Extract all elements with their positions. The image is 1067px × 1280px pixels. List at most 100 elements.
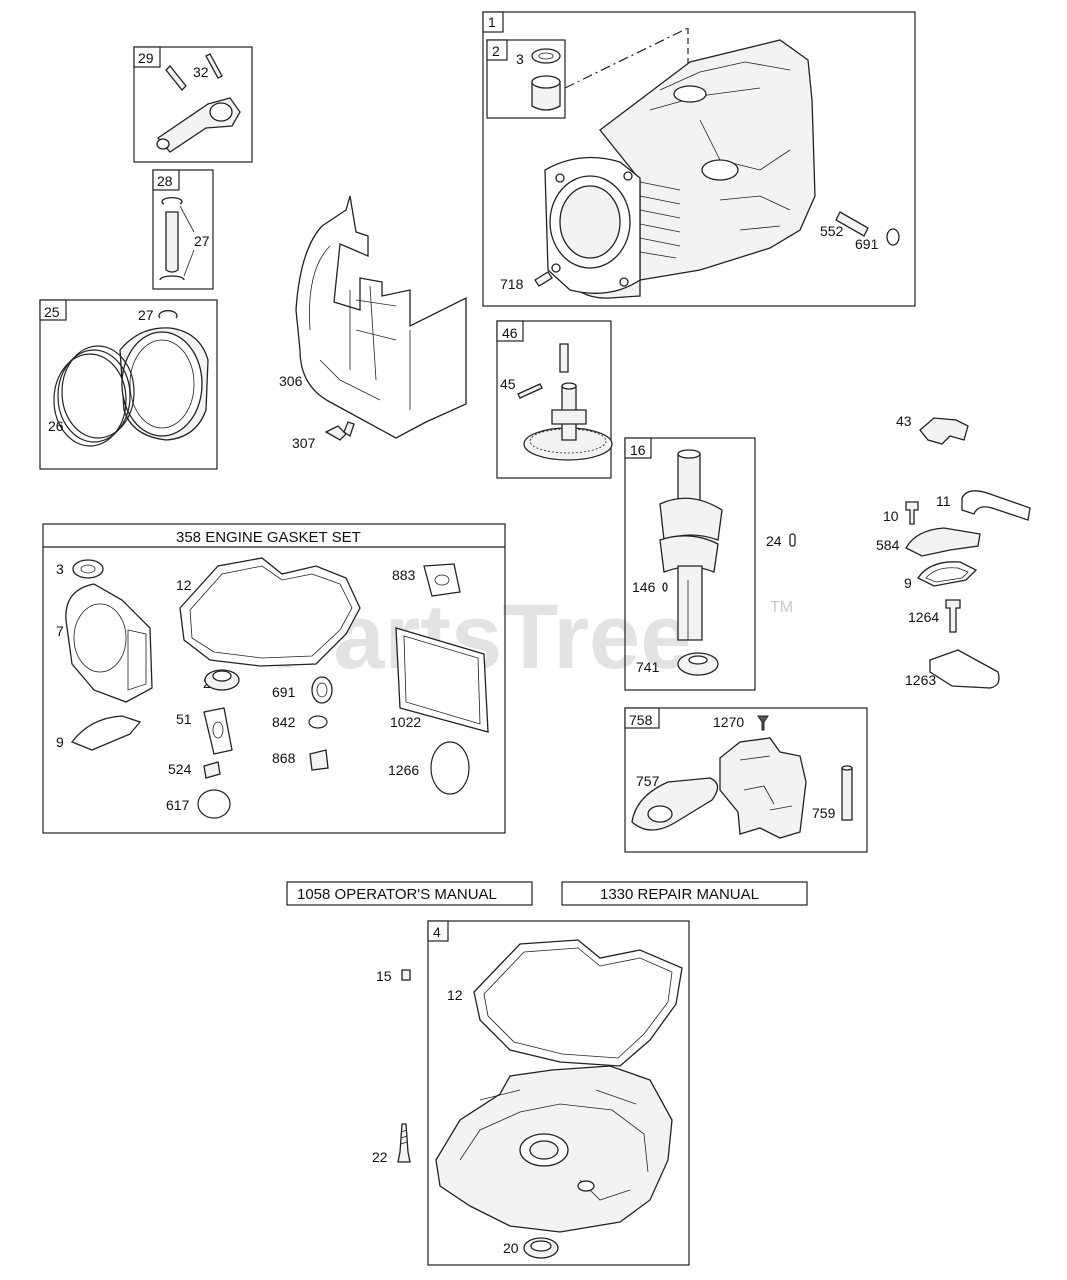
group-1-cylinder-block[interactable]: 1 2 3 552 691 718: [482, 11, 916, 307]
label-45: 45: [500, 376, 516, 392]
engine-gasket-set[interactable]: 358 ENGINE GASKET SET 3 12 883 7 20 691 …: [42, 523, 506, 834]
head-gasket-7-icon: [65, 583, 153, 703]
gasket-label-617: 617: [166, 797, 190, 813]
pin-552-icon: [835, 211, 869, 237]
label-12-bottom: 12: [447, 987, 463, 1003]
group-25-piston[interactable]: 25 27 26: [39, 299, 218, 470]
label-20-bottom: 20: [503, 1240, 519, 1256]
group-28-frame: [152, 169, 214, 290]
group-1-tag: 1: [488, 14, 496, 30]
gasket-label-1022: 1022: [390, 714, 421, 730]
label-43: 43: [896, 413, 912, 429]
group-25-frame: [39, 299, 218, 470]
group-46-camshaft[interactable]: 46 45: [496, 320, 613, 479]
gasket-label-7: 7: [56, 623, 64, 639]
seal-691-icon: [886, 228, 900, 246]
label-26: 26: [48, 418, 64, 434]
retainer-ring-icon-2: [159, 275, 185, 281]
label-741: 741: [636, 659, 660, 675]
cylinder-sleeve-icon: [531, 81, 561, 111]
group-28-piston-pin[interactable]: 28 27: [152, 169, 214, 290]
operators-manual[interactable]: 1058 OPERATOR'S MANUAL: [286, 881, 533, 906]
plug-15-icon: [401, 969, 411, 981]
label-759: 759: [812, 805, 836, 821]
label-1270: 1270: [713, 714, 744, 730]
label-15: 15: [376, 968, 392, 984]
gasket-label-3: 3: [56, 561, 64, 577]
air-guide-shroud[interactable]: 306 307: [279, 195, 467, 451]
label-146: 146: [632, 579, 656, 595]
operators-manual-label: 1058 OPERATOR'S MANUAL: [297, 886, 497, 903]
label-718: 718: [500, 276, 524, 292]
label-1264: 1264: [908, 609, 939, 625]
piston-icon: [119, 327, 209, 441]
group-46-tag: 46: [502, 325, 518, 341]
group-46-frame: [496, 320, 612, 479]
bolt-icon-2: [205, 53, 223, 79]
label-691-top: 691: [855, 236, 879, 252]
retainer-ring-icon: [161, 196, 183, 205]
pump-body-icon: [719, 737, 807, 839]
label-306: 306: [279, 373, 303, 389]
group-16-crankshaft[interactable]: 16 146 741: [624, 437, 756, 691]
group-25-tag: 25: [44, 304, 60, 320]
oring-617-icon: [197, 789, 231, 819]
group-758-frame: [624, 707, 868, 853]
gasket-label-1266: 1266: [388, 762, 419, 778]
bolt-10-icon: [905, 501, 919, 525]
gasket-51-icon: [203, 707, 233, 755]
cam-pin-icon: [559, 343, 569, 373]
plate-1263-icon: [929, 649, 1000, 689]
group-16-tag: 16: [630, 442, 646, 458]
sump-icon: [435, 1065, 673, 1233]
label-27-piston: 27: [138, 307, 154, 323]
label-584: 584: [876, 537, 900, 553]
group-4-tag: 4: [433, 924, 441, 940]
label-1263: 1263: [905, 672, 936, 688]
breather-tube-icon: [961, 490, 1031, 521]
shaft-45-icon: [517, 383, 543, 399]
group-758-governor[interactable]: 758 1270 757 759: [624, 707, 868, 853]
repair-manual[interactable]: 1330 REPAIR MANUAL: [561, 881, 808, 906]
seal-icon: [531, 48, 561, 64]
group-1-frame: [482, 11, 916, 307]
breather-icon: [919, 417, 969, 445]
gasket-9-icon: [70, 715, 142, 751]
gasket-label-868: 868: [272, 750, 296, 766]
group-16-frame: [624, 437, 756, 691]
oring-842-icon: [308, 715, 328, 729]
gasket-label-9: 9: [56, 734, 64, 750]
group-28-tag: 28: [157, 173, 173, 189]
gasket-label-883: 883: [392, 567, 416, 583]
gasket-set-frame: [42, 523, 506, 834]
group-29-frame: [133, 46, 253, 163]
gasket-9-icon: [917, 561, 978, 587]
dowel-24-icon: [789, 533, 796, 547]
cover-584-icon: [905, 527, 981, 557]
label-307: 307: [292, 435, 316, 451]
group-4-frame: [427, 920, 690, 1266]
label-11: 11: [936, 493, 951, 509]
group-4-sump[interactable]: 4 15 12 22 20: [372, 920, 690, 1266]
gasket-12-icon: [179, 557, 361, 667]
dowel-718-icon: [534, 271, 553, 287]
label-27-pin: 27: [194, 233, 210, 249]
group-29-connecting-rod[interactable]: 29 32: [133, 46, 253, 163]
bolt-icon: [165, 65, 187, 91]
gasket-label-691: 691: [272, 684, 296, 700]
group-2-tag: 2: [492, 43, 500, 59]
timing-gear-icon: [677, 652, 719, 676]
repair-manual-label: 1330 REPAIR MANUAL: [600, 886, 759, 903]
gasket-label-12: 12: [176, 577, 192, 593]
group-2-frame: [486, 39, 566, 119]
plug-524-icon: [203, 761, 221, 779]
gasket-883-icon: [423, 563, 461, 597]
label-552: 552: [820, 223, 844, 239]
label-9-right: 9: [904, 575, 912, 591]
seal-868-icon: [309, 749, 329, 771]
label-10: 10: [883, 508, 899, 524]
right-parts[interactable]: 43 10 11 584 9 1264 1263: [876, 413, 1031, 689]
screw-1270-icon: [757, 715, 769, 731]
gasket-label-51: 51: [176, 711, 192, 727]
